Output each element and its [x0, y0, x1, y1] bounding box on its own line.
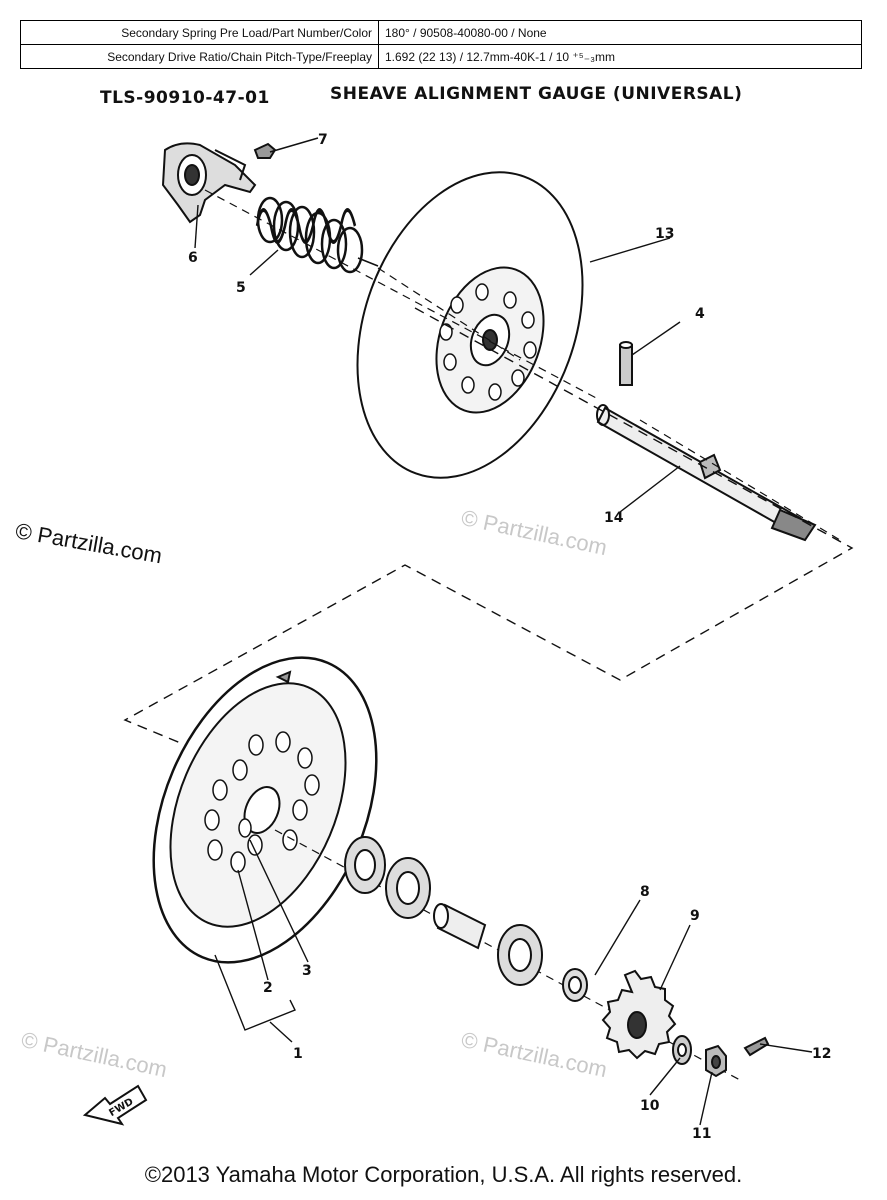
- spec-value: 1.692 (22 13) / 12.7mm-40K-1 / 10 ⁺⁵₋₃mm: [378, 44, 862, 69]
- callout-7: 7: [318, 132, 328, 148]
- callout-13: 13: [655, 226, 674, 242]
- callout-2: 2: [263, 980, 273, 996]
- gauge-outline: [123, 307, 854, 801]
- callout-9: 9: [690, 908, 700, 924]
- spec-label: Secondary Spring Pre Load/Part Number/Co…: [20, 20, 379, 45]
- spec-row: Secondary Drive Ratio/Chain Pitch-Type/F…: [20, 44, 862, 69]
- spec-row: Secondary Spring Pre Load/Part Number/Co…: [20, 20, 862, 45]
- part-6-bracket: [161, 142, 257, 224]
- bearing-a: [344, 836, 386, 894]
- part-7-cap: [253, 137, 319, 159]
- part-13-sheave: [356, 171, 584, 479]
- callout-3: 3: [302, 963, 312, 979]
- part-11-nut: [705, 1044, 727, 1078]
- spec-table: Secondary Spring Pre Load/Part Number/Co…: [20, 20, 862, 69]
- callout-12: 12: [812, 1046, 831, 1062]
- callout-6: 6: [188, 250, 198, 266]
- callout-5: 5: [236, 280, 246, 296]
- part-5-spring: [255, 196, 379, 274]
- tool-number: TLS-90910-47-01: [100, 88, 270, 108]
- spacer-sleeve: [433, 903, 487, 950]
- fwd-arrow: FWD: [82, 1084, 148, 1126]
- callout-1: 1: [293, 1046, 303, 1062]
- part-9-sprocket: [601, 969, 677, 1060]
- callout-8: 8: [640, 884, 650, 900]
- part-4-pin: [619, 341, 633, 386]
- bearing-b: [385, 857, 431, 919]
- part-12-cotter-pin: [743, 1036, 770, 1057]
- part-10-washer: [672, 1035, 692, 1065]
- tool-name: SHEAVE ALIGNMENT GAUGE (UNIVERSAL): [330, 84, 743, 104]
- callout-10: 10: [640, 1098, 660, 1114]
- leader-lines: [194, 204, 813, 1126]
- part-1-lower-sheave: [152, 656, 378, 964]
- callout-11: 11: [692, 1126, 711, 1142]
- axis-line: [204, 189, 841, 541]
- part-8-collar: [562, 968, 588, 1002]
- spec-value: 180° / 90508-40080-00 / None: [378, 20, 862, 45]
- callout-labels: 1 2 3 4 5 6 7 8 9 10 11 12 13 14: [188, 132, 831, 1142]
- bearing-c: [497, 924, 543, 986]
- callout-14: 14: [604, 510, 624, 526]
- callout-4: 4: [695, 306, 705, 322]
- copyright-footer: ©2013 Yamaha Motor Corporation, U.S.A. A…: [144, 1162, 743, 1187]
